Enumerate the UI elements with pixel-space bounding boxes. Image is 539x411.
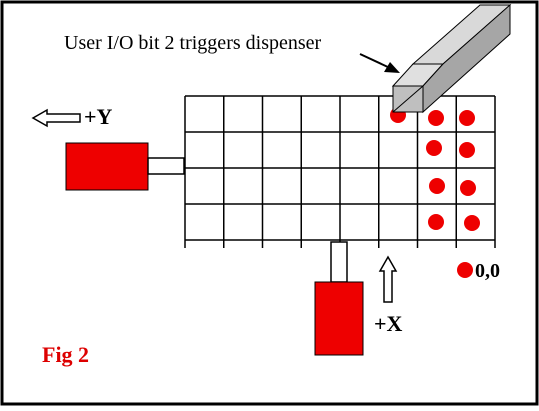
annotation-pointer-head xyxy=(384,62,400,73)
dot-r1-c2 xyxy=(459,110,475,126)
hollow-arrow-left-icon xyxy=(31,108,81,128)
dot-r3-c1 xyxy=(429,178,445,194)
figure-caption: Fig 2 xyxy=(42,342,89,367)
dispenser-end-diagonal xyxy=(392,85,424,113)
work-grid xyxy=(184,95,496,248)
dot-group xyxy=(390,107,480,278)
dot-r2-c1 xyxy=(426,140,442,156)
annotation-text: User I/O bit 2 triggers dispenser xyxy=(64,32,322,54)
y-axis-shaft xyxy=(147,157,185,175)
y-axis-label: +Y xyxy=(84,104,113,129)
dot-r1-c1 xyxy=(428,110,444,126)
origin-label: 0,0 xyxy=(475,260,500,282)
dispenser-nozzle-icon xyxy=(391,3,512,114)
dot-r2-c2 xyxy=(459,142,475,158)
origin-dot xyxy=(457,262,473,278)
dot-r3-c2 xyxy=(460,180,476,196)
annotation-pointer xyxy=(359,53,391,69)
y-axis-motor xyxy=(65,142,149,191)
x-axis-motor xyxy=(314,281,364,356)
hollow-arrow-up-icon xyxy=(378,255,398,303)
dot-r4-c1 xyxy=(428,214,444,230)
x-axis-label: +X xyxy=(374,311,403,336)
dot-r4-c2 xyxy=(464,215,480,231)
x-axis-shaft xyxy=(330,241,348,283)
